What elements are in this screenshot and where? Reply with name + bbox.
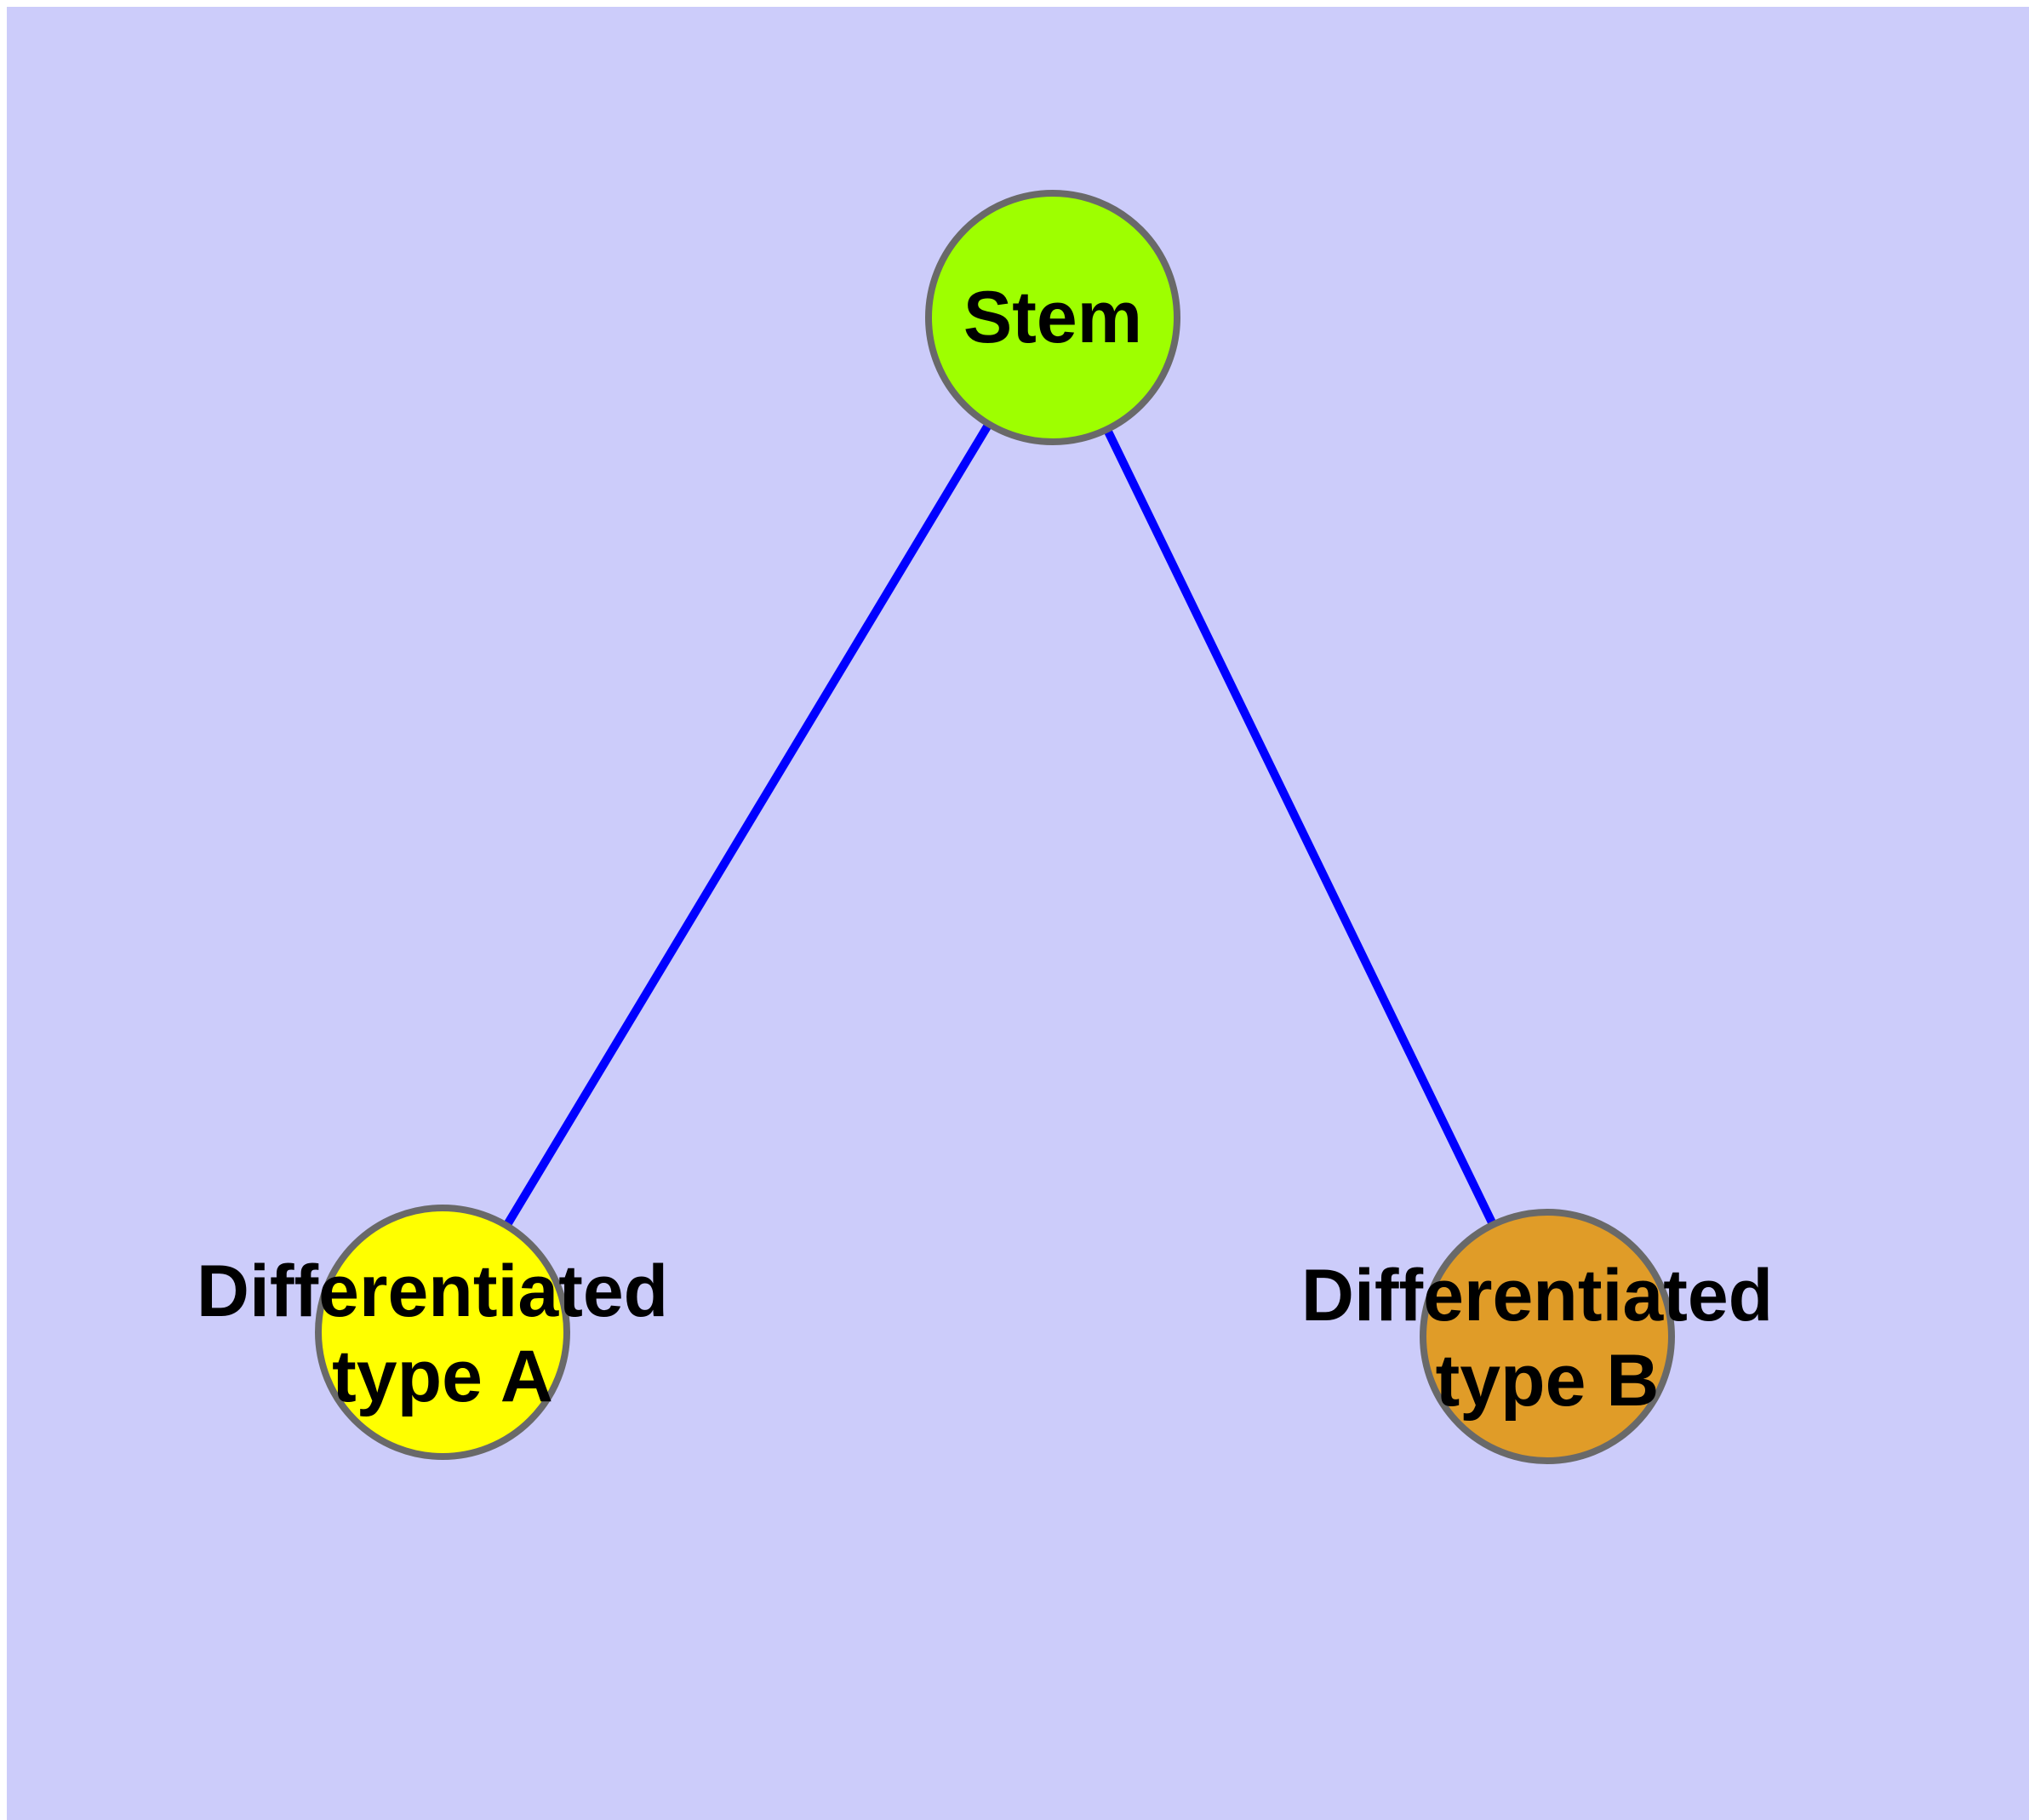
node-differentiated-type-a[interactable] bbox=[315, 1205, 570, 1460]
node-differentiated-type-b-label-line-1: Differentiated bbox=[1301, 1255, 1773, 1336]
node-differentiated-type-b[interactable] bbox=[1420, 1209, 1675, 1464]
edge-stem-to-differentiated-type-b[interactable] bbox=[1049, 315, 1552, 1339]
node-differentiated-type-b-label-line-2: type B bbox=[1436, 1340, 1660, 1422]
node-differentiated-type-a-label-line-1: Differentiated bbox=[197, 1251, 668, 1332]
node-stem-label-line-1: Stem bbox=[963, 277, 1142, 358]
node-differentiated-type-b-label: Differentiated type B bbox=[1301, 1255, 1793, 1422]
label-layer: Stem Differentiated type A Differentiate… bbox=[197, 277, 1793, 1422]
edge-stem-to-differentiated-type-a[interactable] bbox=[438, 315, 1057, 1335]
node-stem-circle[interactable] bbox=[925, 190, 1180, 445]
node-differentiated-type-a-circle[interactable] bbox=[315, 1205, 570, 1460]
node-differentiated-type-a-label: Differentiated type A bbox=[197, 1251, 689, 1417]
node-differentiated-type-a-label-line-2: type A bbox=[332, 1336, 553, 1417]
node-stem-label: Stem bbox=[963, 277, 1142, 358]
edge-layer bbox=[438, 315, 1552, 1339]
node-layer bbox=[315, 190, 1675, 1464]
node-stem[interactable] bbox=[925, 190, 1180, 445]
node-differentiated-type-b-circle[interactable] bbox=[1420, 1209, 1675, 1464]
